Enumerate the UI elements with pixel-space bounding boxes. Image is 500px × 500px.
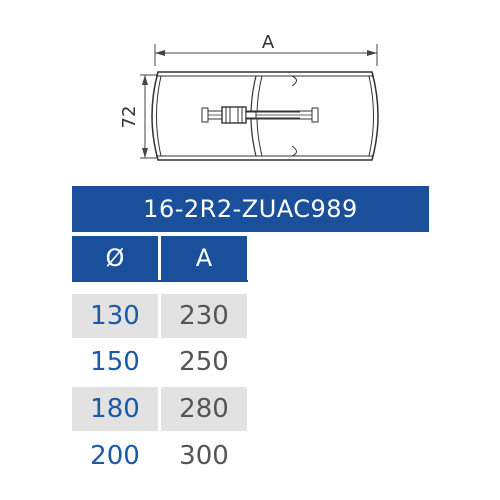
dimension-label-72: 72 [119,106,140,129]
header-underline [72,280,248,282]
table-cell-diameter: 150 [90,347,140,377]
product-code-header: 16-2R2-ZUAC989 [72,186,429,232]
table-cell-diameter: 130 [72,294,158,338]
table-cell-a: 300 [179,441,229,471]
table-cell-a: 280 [161,387,247,431]
column-header-a: A [161,236,247,280]
table-cell-a: 230 [161,294,247,338]
table-cell-diameter: 180 [72,387,158,431]
clamp-strap [201,107,319,123]
technical-drawing: A 72 [119,32,379,161]
column-header-diameter: Ø [72,236,158,280]
clamp-buckle [221,106,300,124]
band-outline [151,71,379,161]
table-cell-diameter: 200 [90,441,140,471]
table-cell-a: 250 [179,347,229,377]
dimension-label-a: A [262,32,275,53]
